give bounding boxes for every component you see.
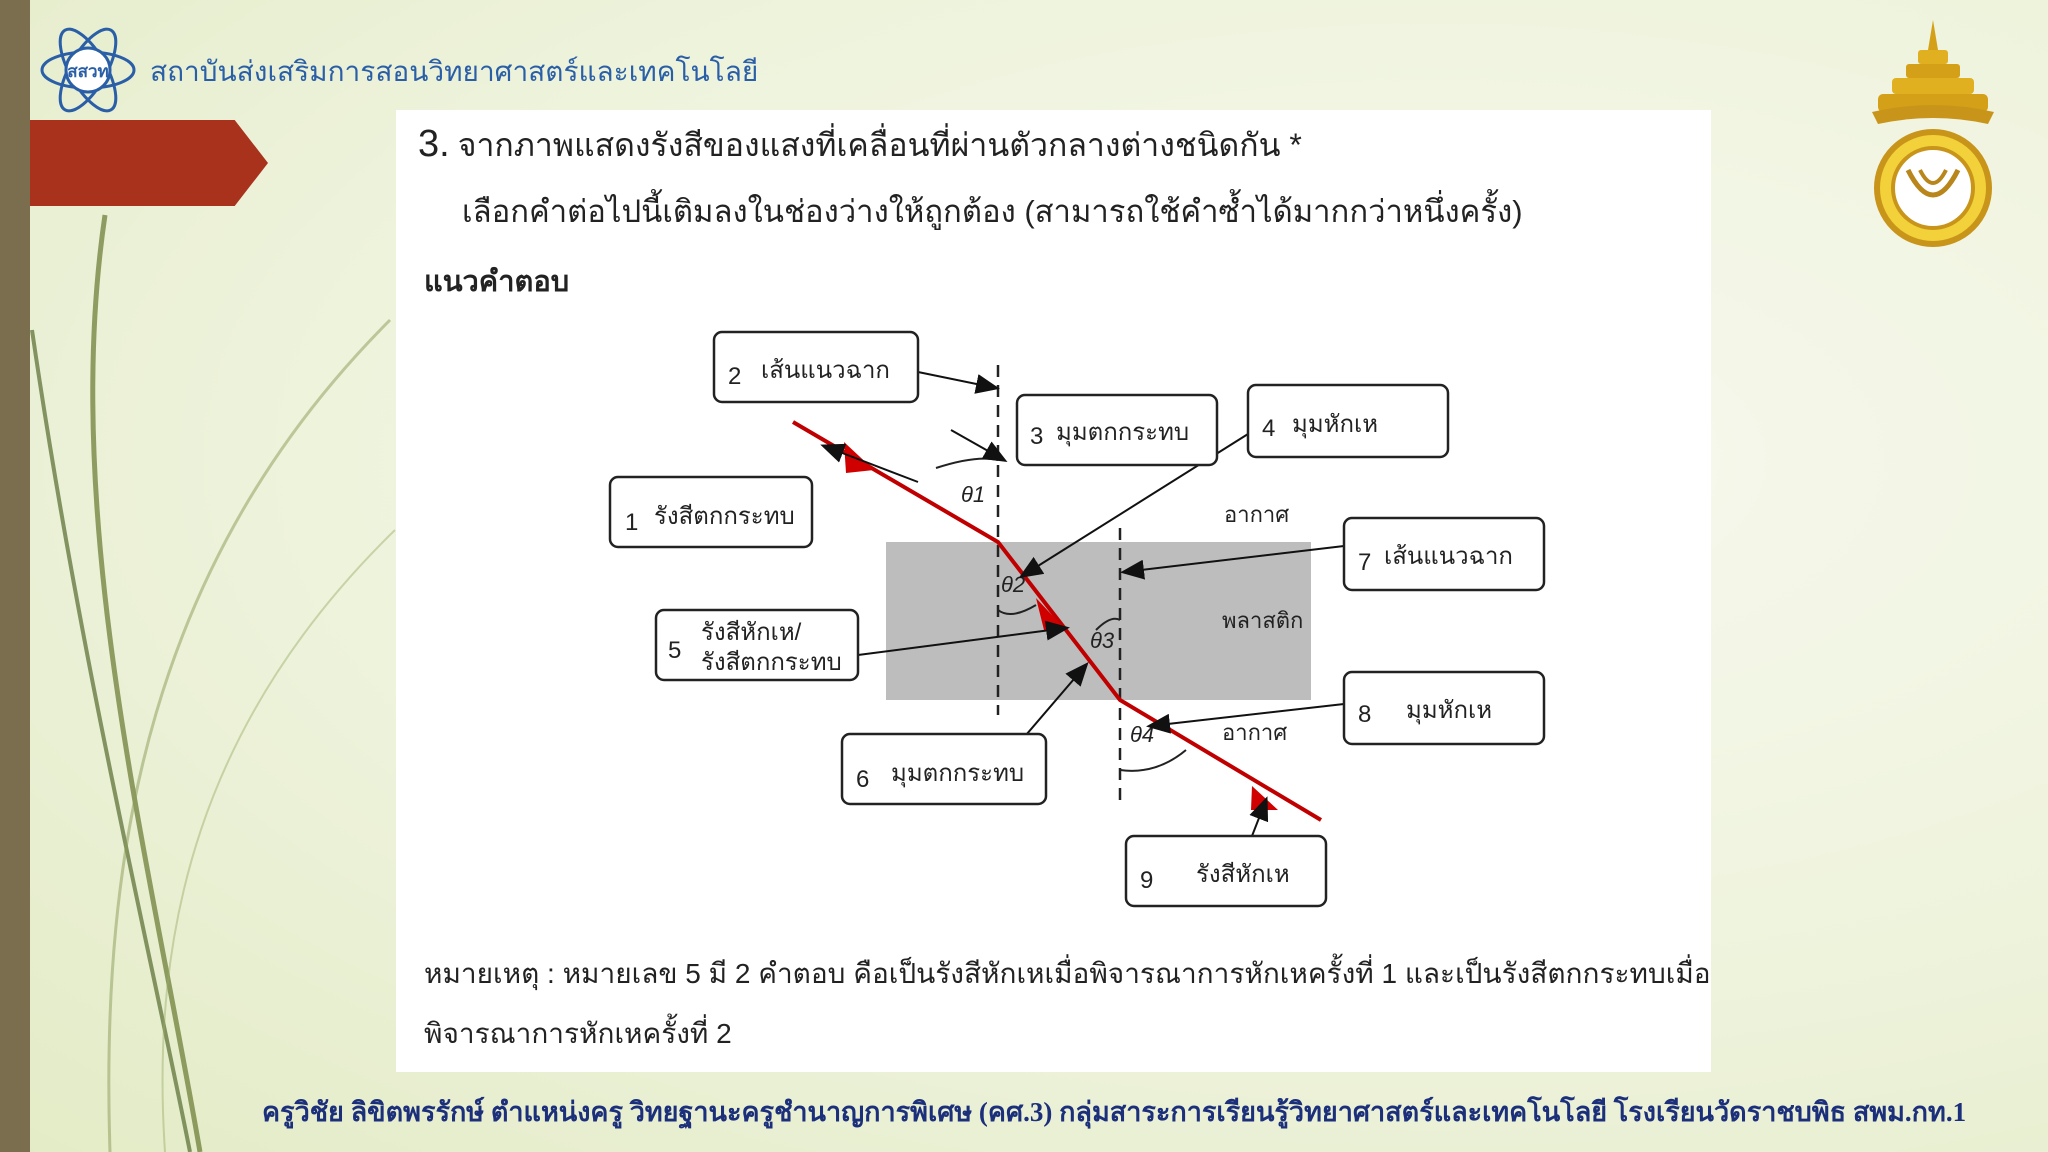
medium-air-bottom: อากาศ <box>1222 720 1287 745</box>
leader-7 <box>1120 545 1345 580</box>
label-num-3: 3 <box>1030 423 1043 450</box>
leader-1 <box>820 443 919 483</box>
content-panel: 3.จากภาพแสดงรังสีของแสงที่เคลื่อนที่ผ่าน… <box>396 110 1711 1072</box>
medium-plastic: พลาสติก <box>1222 608 1303 633</box>
medium-air-top: อากาศ <box>1224 502 1289 527</box>
label-num-9: 9 <box>1140 867 1153 894</box>
question-title: 3.จากภาพแสดงรังสีของแสงที่เคลื่อนที่ผ่าน… <box>418 120 1302 171</box>
label-box-1 <box>608 475 814 549</box>
refraction-diagram: θ1 θ2 θ3 θ4 อากาศ พลาสติก อากาศ <box>608 330 1546 908</box>
label-num-5: 5 <box>668 637 681 664</box>
label-text-5b: รังสีตกกระทบ <box>701 649 842 676</box>
ipst-logo: สสวท <box>40 27 136 113</box>
label-num-2: 2 <box>728 363 741 390</box>
label-box-7 <box>1342 516 1546 592</box>
label-text-5a: รังสีหักเห/ <box>701 619 802 646</box>
label-text-9: รังสีหักเห <box>1196 861 1290 888</box>
leader-3 <box>950 429 1008 462</box>
note-line-1: หมายเหตุ : หมายเลข 5 มี 2 คำตอบ คือเป็นร… <box>424 958 1711 989</box>
label-text-4: มุมหักเห <box>1292 411 1378 439</box>
angle-label-1: θ1 <box>961 482 985 507</box>
label-box-5 <box>654 608 860 682</box>
org-name: สถาบันส่งเสริมการสอนวิทยาศาสตร์และเทคโนโ… <box>150 56 759 87</box>
question-instruction: เลือกคำต่อไปนี้เติมลงในช่องว่างให้ถูกต้อ… <box>462 194 1523 229</box>
label-box-3 <box>1015 393 1219 467</box>
label-text-2: เส้นแนวฉาก <box>761 357 890 384</box>
label-text-1: รังสีตกกระทบ <box>654 503 795 530</box>
label-num-6: 6 <box>856 766 869 793</box>
label-text-6: มุมตกกระทบ <box>891 760 1024 788</box>
leader-5 <box>857 620 1070 656</box>
angle-arc-4 <box>1119 749 1187 772</box>
note-line-2: พิจารณาการหักเหครั้งที่ 2 <box>424 1018 732 1049</box>
angle-label-2: θ2 <box>1001 572 1025 597</box>
label-text-3: มุมตกกระทบ <box>1056 419 1189 447</box>
leader-9 <box>1249 796 1269 837</box>
label-num-7: 7 <box>1358 549 1371 576</box>
leader-8 <box>1146 703 1345 734</box>
label-box-9 <box>1124 834 1328 908</box>
angle-arc-3 <box>1095 617 1121 631</box>
label-box-2 <box>712 330 920 404</box>
label-num-4: 4 <box>1262 415 1275 442</box>
label-box-4 <box>1246 383 1450 459</box>
label-box-6 <box>840 732 1048 806</box>
label-text-7: เส้นแนวฉาก <box>1384 543 1513 570</box>
question-number: 3. <box>418 123 450 165</box>
decorative-curves <box>30 214 396 1152</box>
title-marker-tab <box>30 120 268 206</box>
question-title-text: จากภาพแสดงรังสีของแสงที่เคลื่อนที่ผ่านตั… <box>457 127 1302 163</box>
svg-text:สสวท: สสวท <box>67 62 109 81</box>
label-num-1: 1 <box>625 509 638 536</box>
label-num-8: 8 <box>1358 701 1371 728</box>
angle-arc-1 <box>935 457 999 469</box>
left-accent-bar <box>0 0 30 1152</box>
answer-label: แนวคำตอบ <box>424 266 570 298</box>
ray-arrow-1 <box>844 442 874 473</box>
label-box-8 <box>1342 670 1546 746</box>
angle-label-3: θ3 <box>1090 628 1115 653</box>
label-text-8: มุมหักเห <box>1406 697 1492 725</box>
footer-credit: ครูวิชัย ลิขิตพรรักษ์ ตำแหน่งครู วิทยฐาน… <box>262 1097 1967 1127</box>
school-emblem <box>1872 20 1994 247</box>
angle-arc-2 <box>997 604 1037 615</box>
leader-2 <box>917 371 1000 394</box>
